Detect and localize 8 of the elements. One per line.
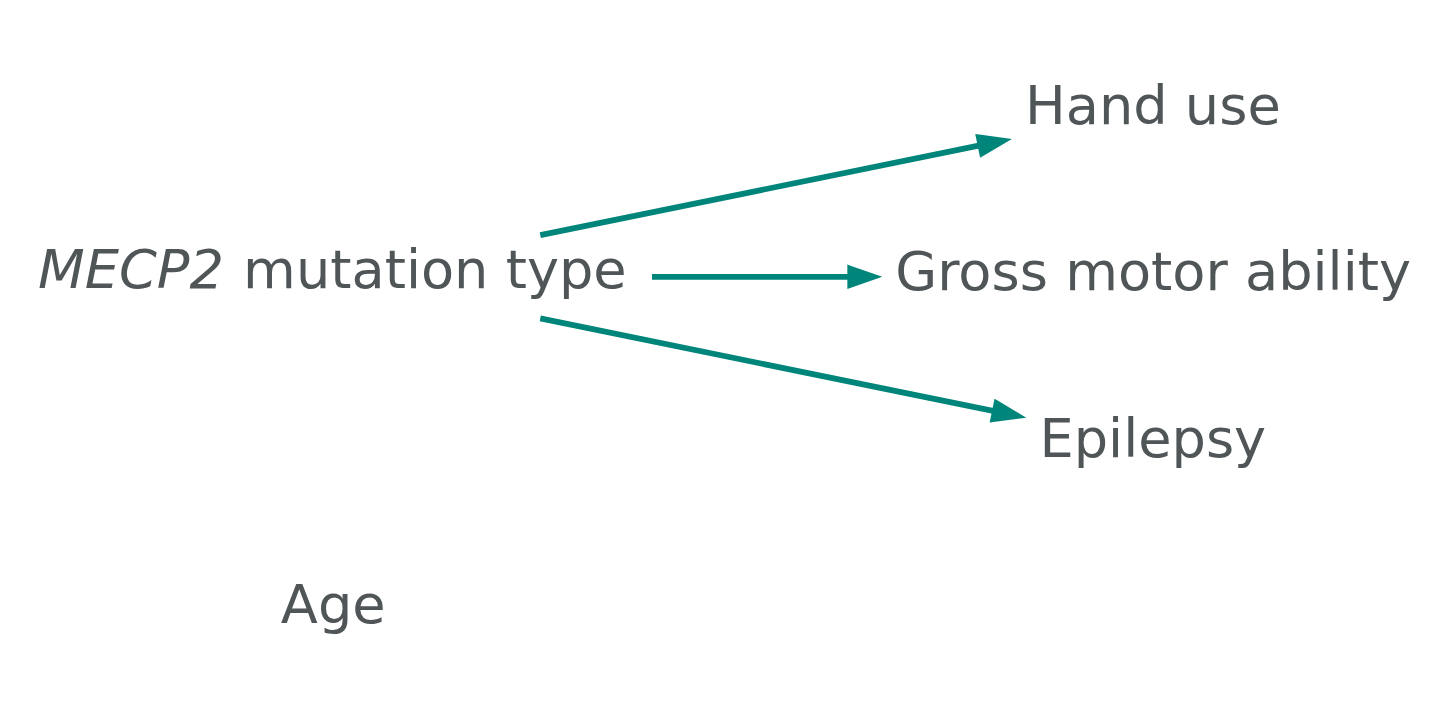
label: Age	[280, 573, 386, 636]
arrow	[651, 264, 883, 289]
node-text: Epilepsy	[1039, 406, 1267, 470]
arrow	[539, 315, 1027, 423]
arrow	[539, 133, 1012, 238]
node-text: MECP2 mutation type	[37, 238, 627, 302]
node-text: Gross motor ability	[895, 240, 1412, 304]
node-text: Hand use	[1024, 73, 1281, 137]
